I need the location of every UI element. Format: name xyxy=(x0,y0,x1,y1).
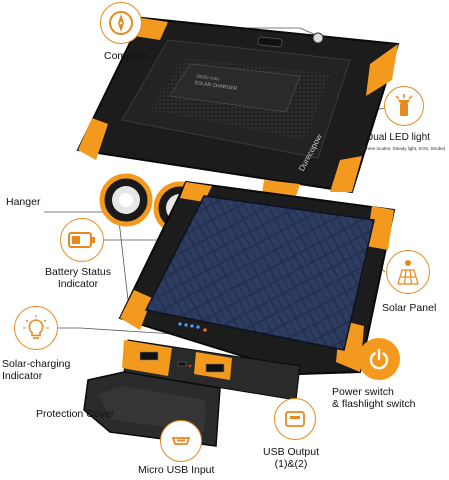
hanger-label: Hanger xyxy=(6,196,41,208)
micro-usb-callout-circle xyxy=(160,420,202,462)
battery-status-leds xyxy=(178,322,207,332)
power-icon xyxy=(369,348,389,370)
flashlight-icon xyxy=(395,94,413,116)
dual-led-label: Dual LED light xyxy=(366,132,430,143)
dual-led-sublabel: (Three modes: Steady light, SOS, Strobe) xyxy=(362,146,446,151)
compass-label: Compass xyxy=(104,50,149,62)
micro-usb-icon xyxy=(171,437,191,445)
solar-panel-label: Solar Panel xyxy=(382,302,437,314)
solar-panel-callout-circle xyxy=(386,250,430,294)
battery-status-label: Battery Status Indicator xyxy=(45,266,111,290)
usb-port-icon xyxy=(285,411,305,427)
lightbulb-icon xyxy=(23,315,49,339)
compass-icon xyxy=(109,11,133,35)
protection-cover-label: Protection Cover xyxy=(36,408,115,420)
usb-output-callout-circle xyxy=(274,398,316,440)
solar-charging-callout-circle xyxy=(14,306,58,350)
micro-usb-label: Micro USB Input xyxy=(138,464,215,476)
back-unit xyxy=(76,16,400,235)
power-switch-label: Power switch & flashlight switch xyxy=(332,386,416,410)
battery-callout-circle xyxy=(60,218,104,262)
front-unit xyxy=(83,180,396,447)
solar-panel-icon xyxy=(397,260,419,285)
battery-icon xyxy=(68,232,95,248)
usb-output-label: USB Output (1)&(2) xyxy=(262,446,320,470)
compass-callout-circle xyxy=(100,2,142,44)
dual-led-callout-circle xyxy=(384,86,424,126)
power-switch-callout-circle xyxy=(358,338,400,380)
solar-charging-label: Solar-charging Indicator xyxy=(2,358,71,382)
